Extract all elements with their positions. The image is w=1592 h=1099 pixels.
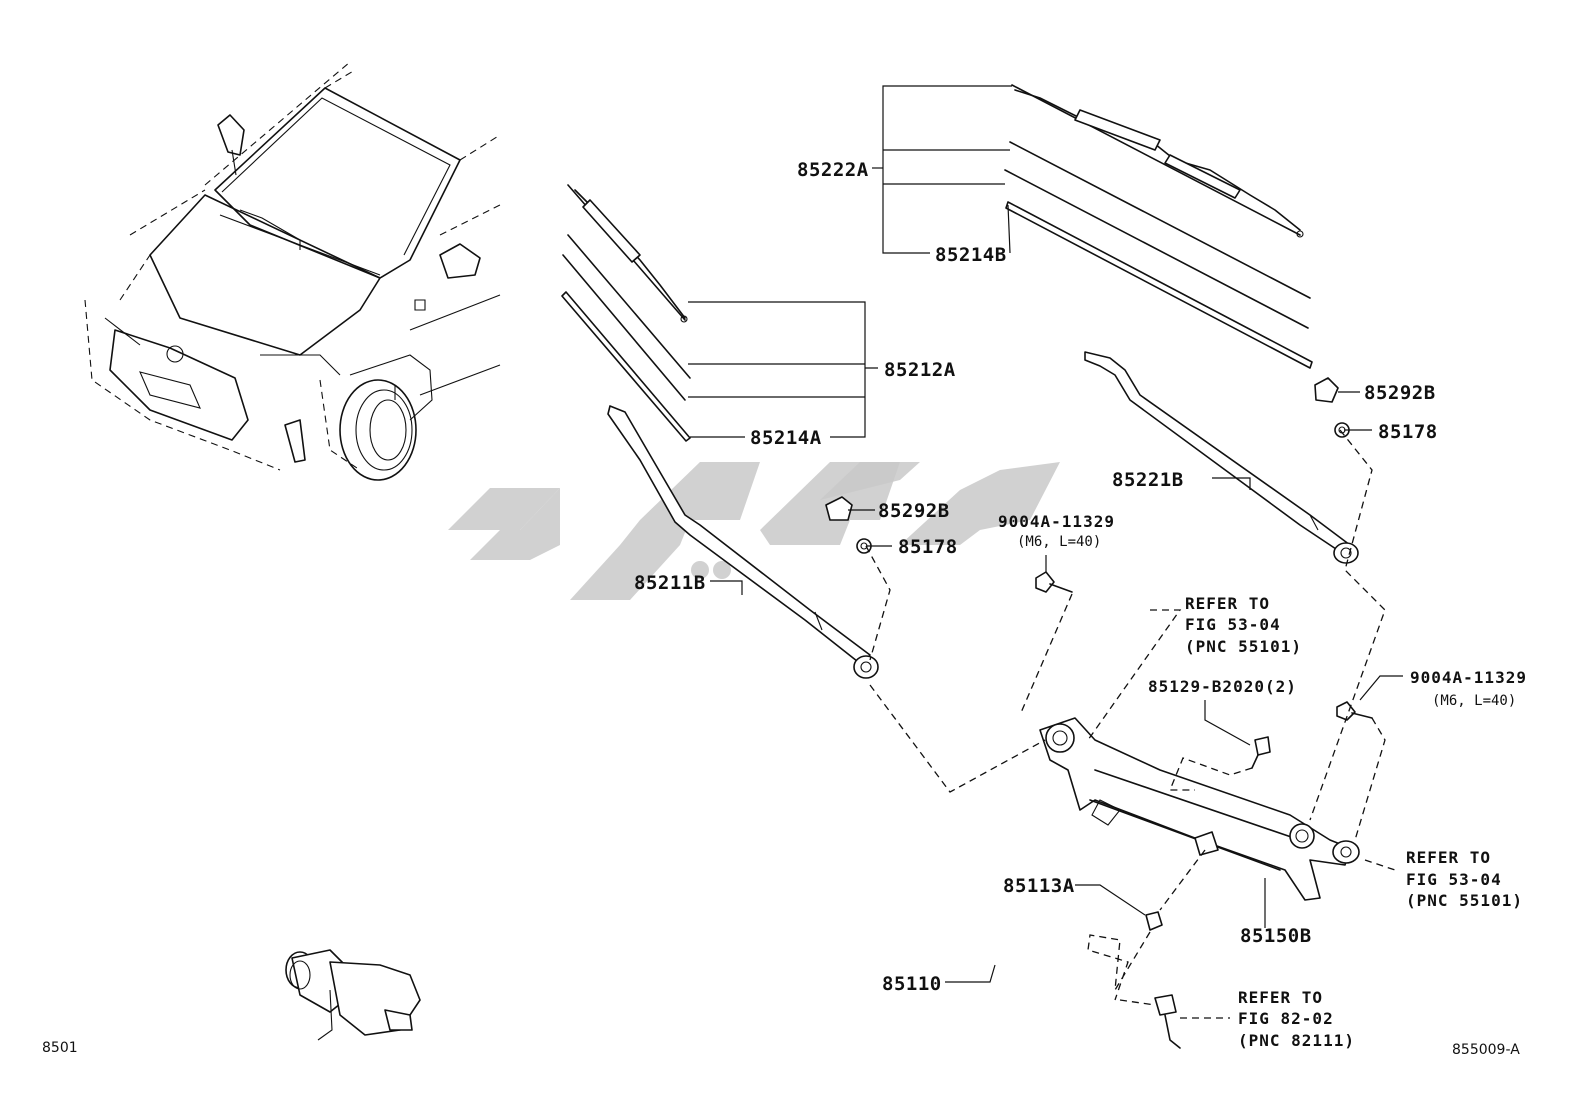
right-wiper-blade [1004,84,1313,369]
label-85292B-right: 85292B [1364,382,1436,404]
label-bolt-right-spec: (M6, L=40) [1432,693,1516,709]
wiper-linkage [1039,717,1360,901]
ref-right-line-1: REFER TO [1406,848,1491,867]
wiper-motor [285,949,1181,1049]
ref-top-line-3: (PNC 55101) [1185,637,1302,656]
ref-bottom-line-3: (PNC 82111) [1238,1031,1355,1050]
part-labels: 85222A 85214B 85212A 85214A 85292B 85178… [634,159,1527,995]
label-bolt-left-spec: (M6, L=40) [1017,534,1101,550]
assembly-lines [865,429,1396,1019]
label-85211B: 85211B [634,572,706,594]
ref-note-bottom: REFER TO FIG 82-02 (PNC 82111) [1238,988,1355,1050]
label-85129: 85129-B2020(2) [1148,677,1297,696]
ref-bottom-line-2: FIG 82-02 [1238,1009,1334,1028]
ref-note-right: REFER TO FIG 53-04 (PNC 55101) [1406,848,1523,910]
page-code: 8501 [42,1040,78,1056]
label-85212A: 85212A [884,359,956,381]
label-85110: 85110 [882,973,942,995]
ref-top-line-1: REFER TO [1185,594,1270,613]
label-85150B: 85150B [1240,925,1312,947]
ref-right-line-3: (PNC 55101) [1406,891,1523,910]
label-85214B: 85214B [935,244,1007,266]
right-wiper-arm [1084,351,1359,564]
ref-bottom-line-1: REFER TO [1238,988,1323,1007]
label-85178-left: 85178 [898,536,958,558]
leader-lines [688,85,1403,983]
label-85292B-left: 85292B [878,500,950,522]
label-85214A: 85214A [750,427,822,449]
label-85113A: 85113A [1003,875,1075,897]
ref-top-line-2: FIG 53-04 [1185,615,1281,634]
label-bolt-right: 9004A-11329 [1410,668,1527,687]
label-85178-right: 85178 [1378,421,1438,443]
watermark-logo [448,462,1060,600]
vehicle-illustration [84,61,501,481]
reference-notes: REFER TO FIG 53-04 (PNC 55101) REFER TO … [1185,594,1523,1050]
label-bolt-left: 9004A-11329 [998,512,1115,531]
label-85222A: 85222A [797,159,869,181]
label-85221B: 85221B [1112,469,1184,491]
left-wiper-arm [607,405,879,679]
left-wiper-blade [561,184,691,442]
figure-code: 855009-A [1452,1042,1520,1058]
ref-note-top: REFER TO FIG 53-04 (PNC 55101) [1185,594,1302,656]
ref-right-line-2: FIG 53-04 [1406,870,1502,889]
